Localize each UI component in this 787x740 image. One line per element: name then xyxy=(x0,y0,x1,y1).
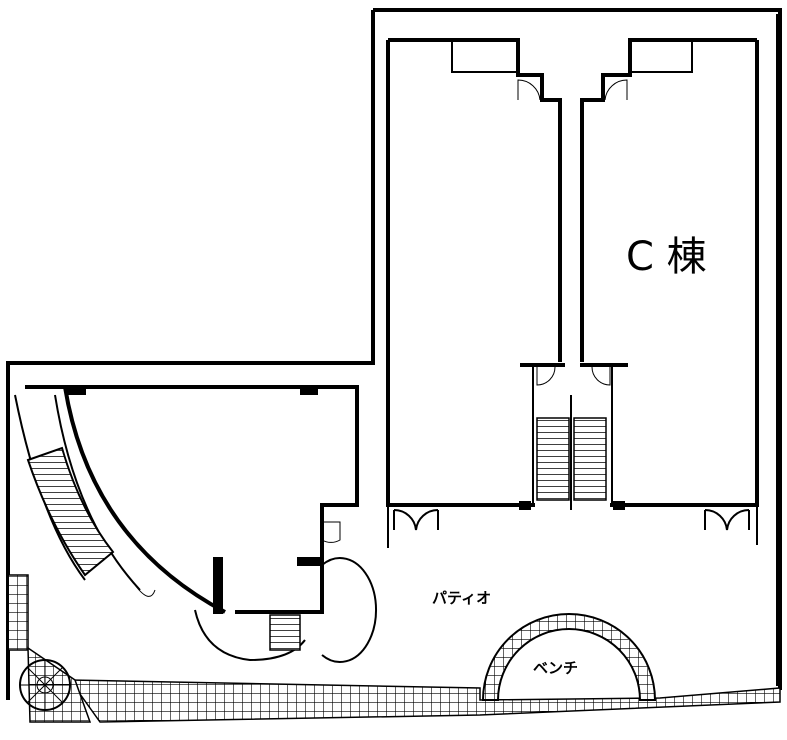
stair-left xyxy=(536,417,570,501)
column-post xyxy=(519,501,531,510)
building-bottom-edge xyxy=(387,505,758,548)
entry-steps xyxy=(269,614,301,651)
building-label: C 棟 xyxy=(626,234,707,280)
stair-right xyxy=(573,417,607,501)
site-boundary xyxy=(6,8,782,700)
column-post xyxy=(300,387,318,395)
entrance-door-right xyxy=(704,508,750,531)
bench xyxy=(481,613,657,701)
round-vestibule xyxy=(194,557,377,663)
column-post xyxy=(613,501,625,510)
closet-left xyxy=(451,42,516,73)
door-swing-mid-left xyxy=(536,366,556,386)
curved-stair xyxy=(26,446,115,577)
door-swing-pavilion xyxy=(321,521,341,543)
door-swing-mid-right xyxy=(591,366,611,386)
closet-right xyxy=(632,42,693,73)
building-c xyxy=(386,38,759,548)
patio-label: パティオ xyxy=(432,589,491,607)
door-swing-left-top xyxy=(517,79,541,101)
wall-pier xyxy=(213,557,223,614)
paving-bottom xyxy=(68,679,781,723)
paving-left xyxy=(7,574,29,651)
tree-icon xyxy=(19,659,71,711)
entrance-door-left xyxy=(393,508,439,531)
building-c-left-unit xyxy=(386,38,562,507)
door-swing-right-top xyxy=(604,79,628,101)
bench-label: ベンチ xyxy=(533,659,578,677)
left-pavilion xyxy=(14,385,377,663)
column-post xyxy=(297,557,323,566)
door-swing-inner xyxy=(134,584,156,597)
curved-walkway-inner xyxy=(54,394,141,591)
column-post xyxy=(66,387,86,395)
